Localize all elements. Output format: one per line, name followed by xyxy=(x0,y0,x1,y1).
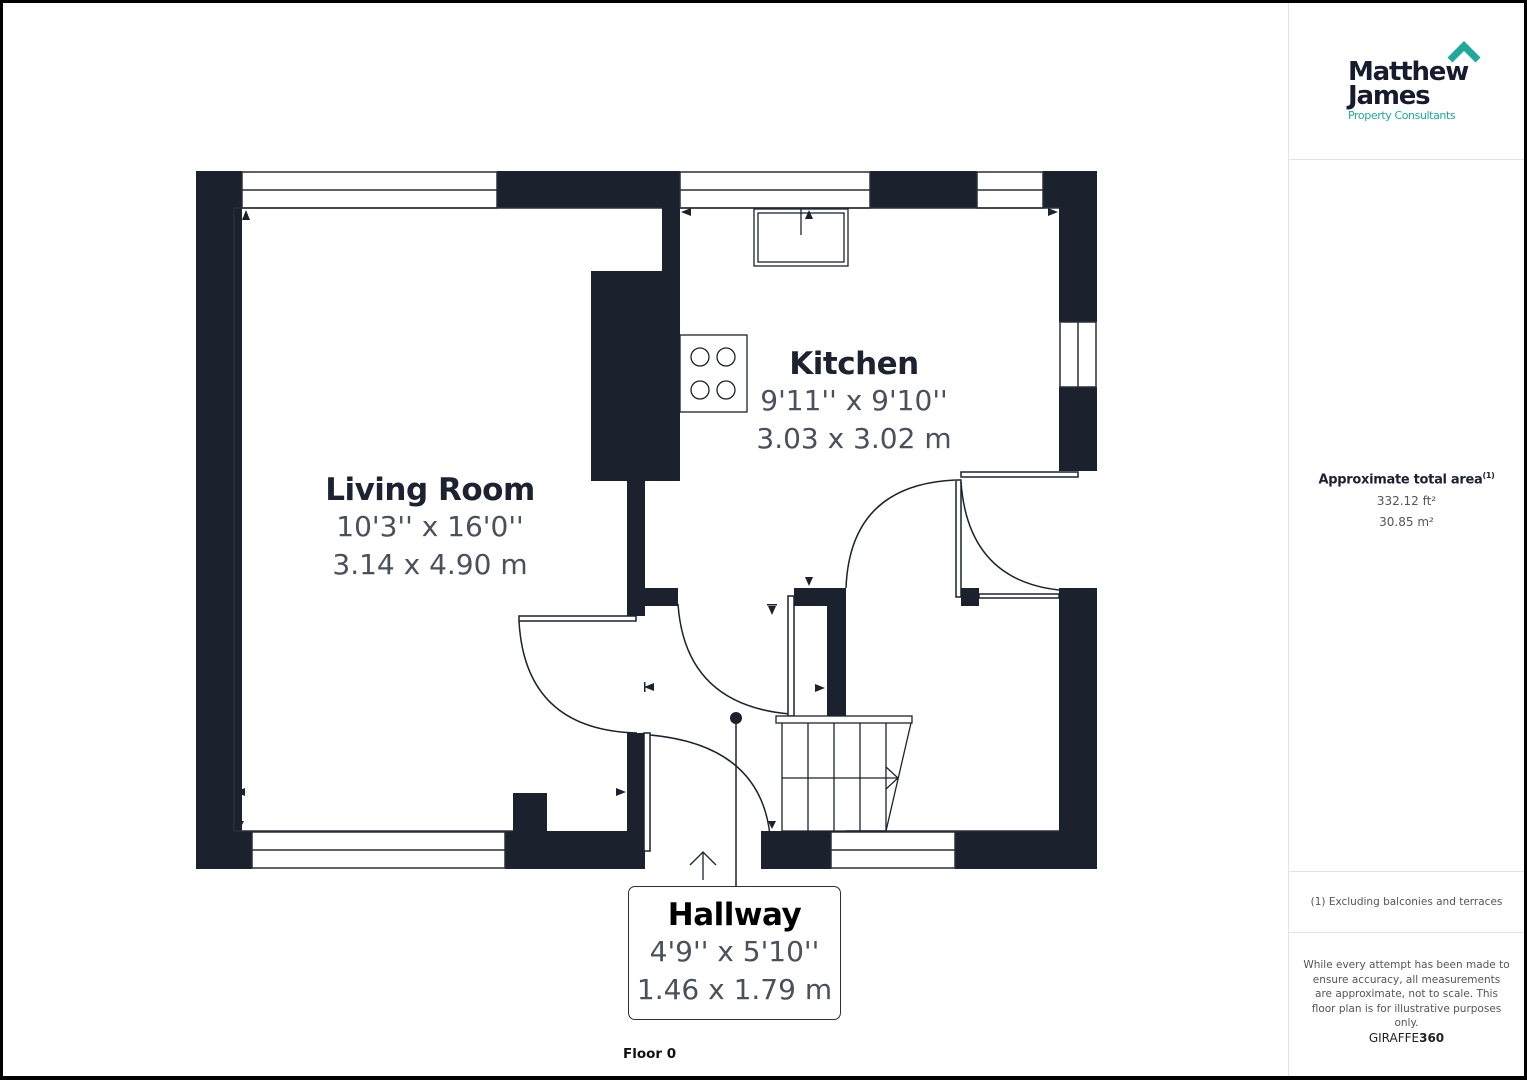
roof-chevron-icon xyxy=(1447,41,1481,63)
room-dim-metric: 3.14 x 4.90 m xyxy=(332,548,528,581)
room-dim-imperial: 10'3'' x 16'0'' xyxy=(336,510,524,543)
footnote-marker: (1) xyxy=(1482,471,1495,480)
footnote: (1) Excluding balconies and terraces xyxy=(1289,871,1524,933)
sink-icon xyxy=(753,208,849,267)
area-sqft: 332.12 ft² xyxy=(1376,494,1437,509)
disclaimer: While every attempt has been made to ens… xyxy=(1303,959,1510,1029)
area-sqm: 30.85 m² xyxy=(1379,515,1434,530)
credit-bold: 360 xyxy=(1419,1031,1445,1045)
area-title-text: Approximate total area xyxy=(1318,472,1483,488)
hallway-pointer xyxy=(730,712,742,887)
total-area: Approximate total area(1) 332.12 ft² 30.… xyxy=(1289,471,1524,529)
room-dim-imperial: 4'9'' x 5'10'' xyxy=(649,935,820,968)
walls xyxy=(196,171,1097,869)
entrance-arrow-icon xyxy=(689,851,717,880)
hob-icon xyxy=(679,334,748,413)
dimension-markers xyxy=(235,208,1058,829)
room-label-hallway: Hallway 4'9'' x 5'10'' 1.46 x 1.79 m xyxy=(628,886,841,1020)
brand-name-line2: James xyxy=(1348,81,1431,111)
room-dim-metric: 1.46 x 1.79 m xyxy=(636,973,833,1006)
room-name: Living Room xyxy=(325,472,535,508)
stairs-icon xyxy=(775,715,913,832)
floor-label: Floor 0 xyxy=(623,1046,677,1062)
room-label-kitchen: Kitchen 9'11'' x 9'10'' 3.03 x 3.02 m xyxy=(714,346,994,458)
room-label-living-room: Living Room 10'3'' x 16'0'' 3.14 x 4.90 … xyxy=(290,472,570,584)
brand-tagline: Property Consultants xyxy=(1348,109,1456,122)
doors xyxy=(518,471,1079,852)
room-dim-metric: 3.03 x 3.02 m xyxy=(756,422,952,455)
brand-name-line1: Matthew xyxy=(1348,57,1469,87)
windows xyxy=(241,171,1097,869)
room-name: Hallway xyxy=(667,897,802,933)
floor-plan xyxy=(196,171,1097,887)
giraffe360-credit: GIRAFFE360 xyxy=(1289,1031,1524,1045)
info-sidebar: Matthew James Property Consultants Appro… xyxy=(1288,3,1524,1076)
credit-light: GIRAFFE xyxy=(1368,1031,1420,1045)
area-title: Approximate total area(1) xyxy=(1289,471,1524,487)
brand-logo: Matthew James Property Consultants xyxy=(1289,3,1524,160)
room-name: Kitchen xyxy=(789,346,919,382)
room-dim-imperial: 9'11'' x 9'10'' xyxy=(760,384,948,417)
